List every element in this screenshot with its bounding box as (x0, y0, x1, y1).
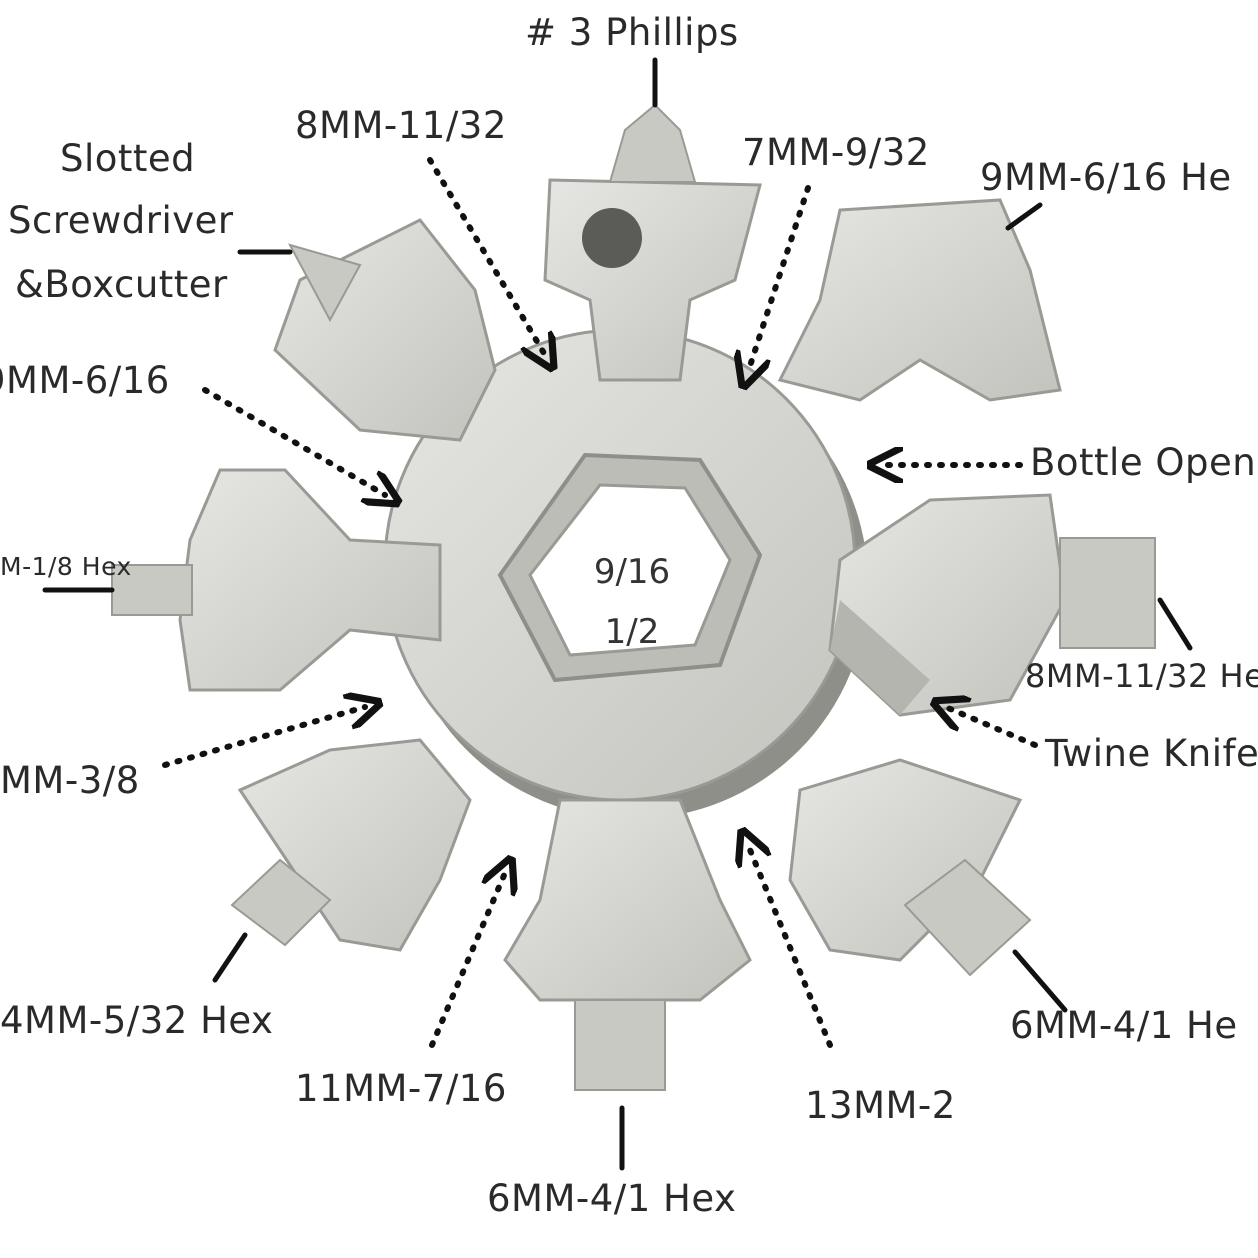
tool-body (111, 103, 1156, 1091)
hex-bit-bottom (574, 999, 666, 1091)
bottle-opener-notch (880, 390, 1010, 490)
center-hex-inner (528, 483, 732, 657)
arrow-8mm-top (427, 157, 545, 355)
arrow-13mm (748, 845, 833, 1048)
label-9mm-left: 9MM-6/16 (0, 359, 170, 402)
tool-arm-upper-right (777, 198, 1062, 402)
label-phillips: # 3 Phillips (525, 11, 739, 54)
label-7mm-top: 7MM-9/32 (742, 131, 930, 174)
arrow-mm3-left (162, 707, 365, 768)
dotted-arrows (162, 157, 1038, 1048)
label-bottle-opener: Bottle Open (1030, 441, 1257, 484)
hex-bit-left (111, 564, 193, 616)
arrow-11mm (429, 873, 505, 1048)
label-twine-knife: Twine Knife (1045, 732, 1258, 775)
label-hex6-right: 6MM-4/1 He (1010, 1004, 1238, 1047)
label-hex6-bottom: 6MM-4/1 Hex (487, 1177, 737, 1220)
label-slotted-line2: Screwdriver (8, 199, 234, 242)
label-slotted-line1: Slotted (60, 137, 196, 180)
arrow-twine (948, 708, 1038, 748)
label-center-1-2: 1/2 (604, 612, 660, 652)
hex-bit-lower-left (230, 858, 332, 947)
label-center-9-16: 9/16 (593, 552, 671, 592)
pointer-hex8-right (1157, 597, 1193, 651)
hex-bit-right (1059, 537, 1156, 649)
twine-knife-notch (830, 600, 930, 715)
label-slotted-line3: &Boxcutter (15, 263, 228, 306)
pointer-hex4-left (212, 932, 248, 983)
label-13mm: 13MM-2 (805, 1084, 956, 1127)
label-hex8-right: 8MM-11/32 He (1025, 657, 1258, 695)
label-hex-small-left: M-1/8 Hex (0, 552, 132, 581)
label-hex9-top: 9MM-6/16 He (980, 156, 1232, 199)
pointer-hex6-right (1012, 949, 1068, 1013)
label-8mm-top: 8MM-11/32 (295, 104, 507, 147)
label-mm3-left: MM-3/8 (0, 759, 140, 802)
label-11mm: 11MM-7/16 (295, 1067, 507, 1110)
pointer-lines (42, 57, 1193, 1171)
arrow-9mm-left (202, 387, 385, 495)
key-ring-hole (582, 208, 642, 268)
phillips-bit (608, 103, 697, 183)
tool-arm-bottom (503, 798, 752, 1002)
label-hex4-left: 4MM-5/32 Hex (0, 999, 274, 1042)
slotted-blade (288, 243, 362, 323)
pointer-hex9-top (1005, 202, 1043, 231)
hex-bit-lower-right (903, 858, 1032, 977)
